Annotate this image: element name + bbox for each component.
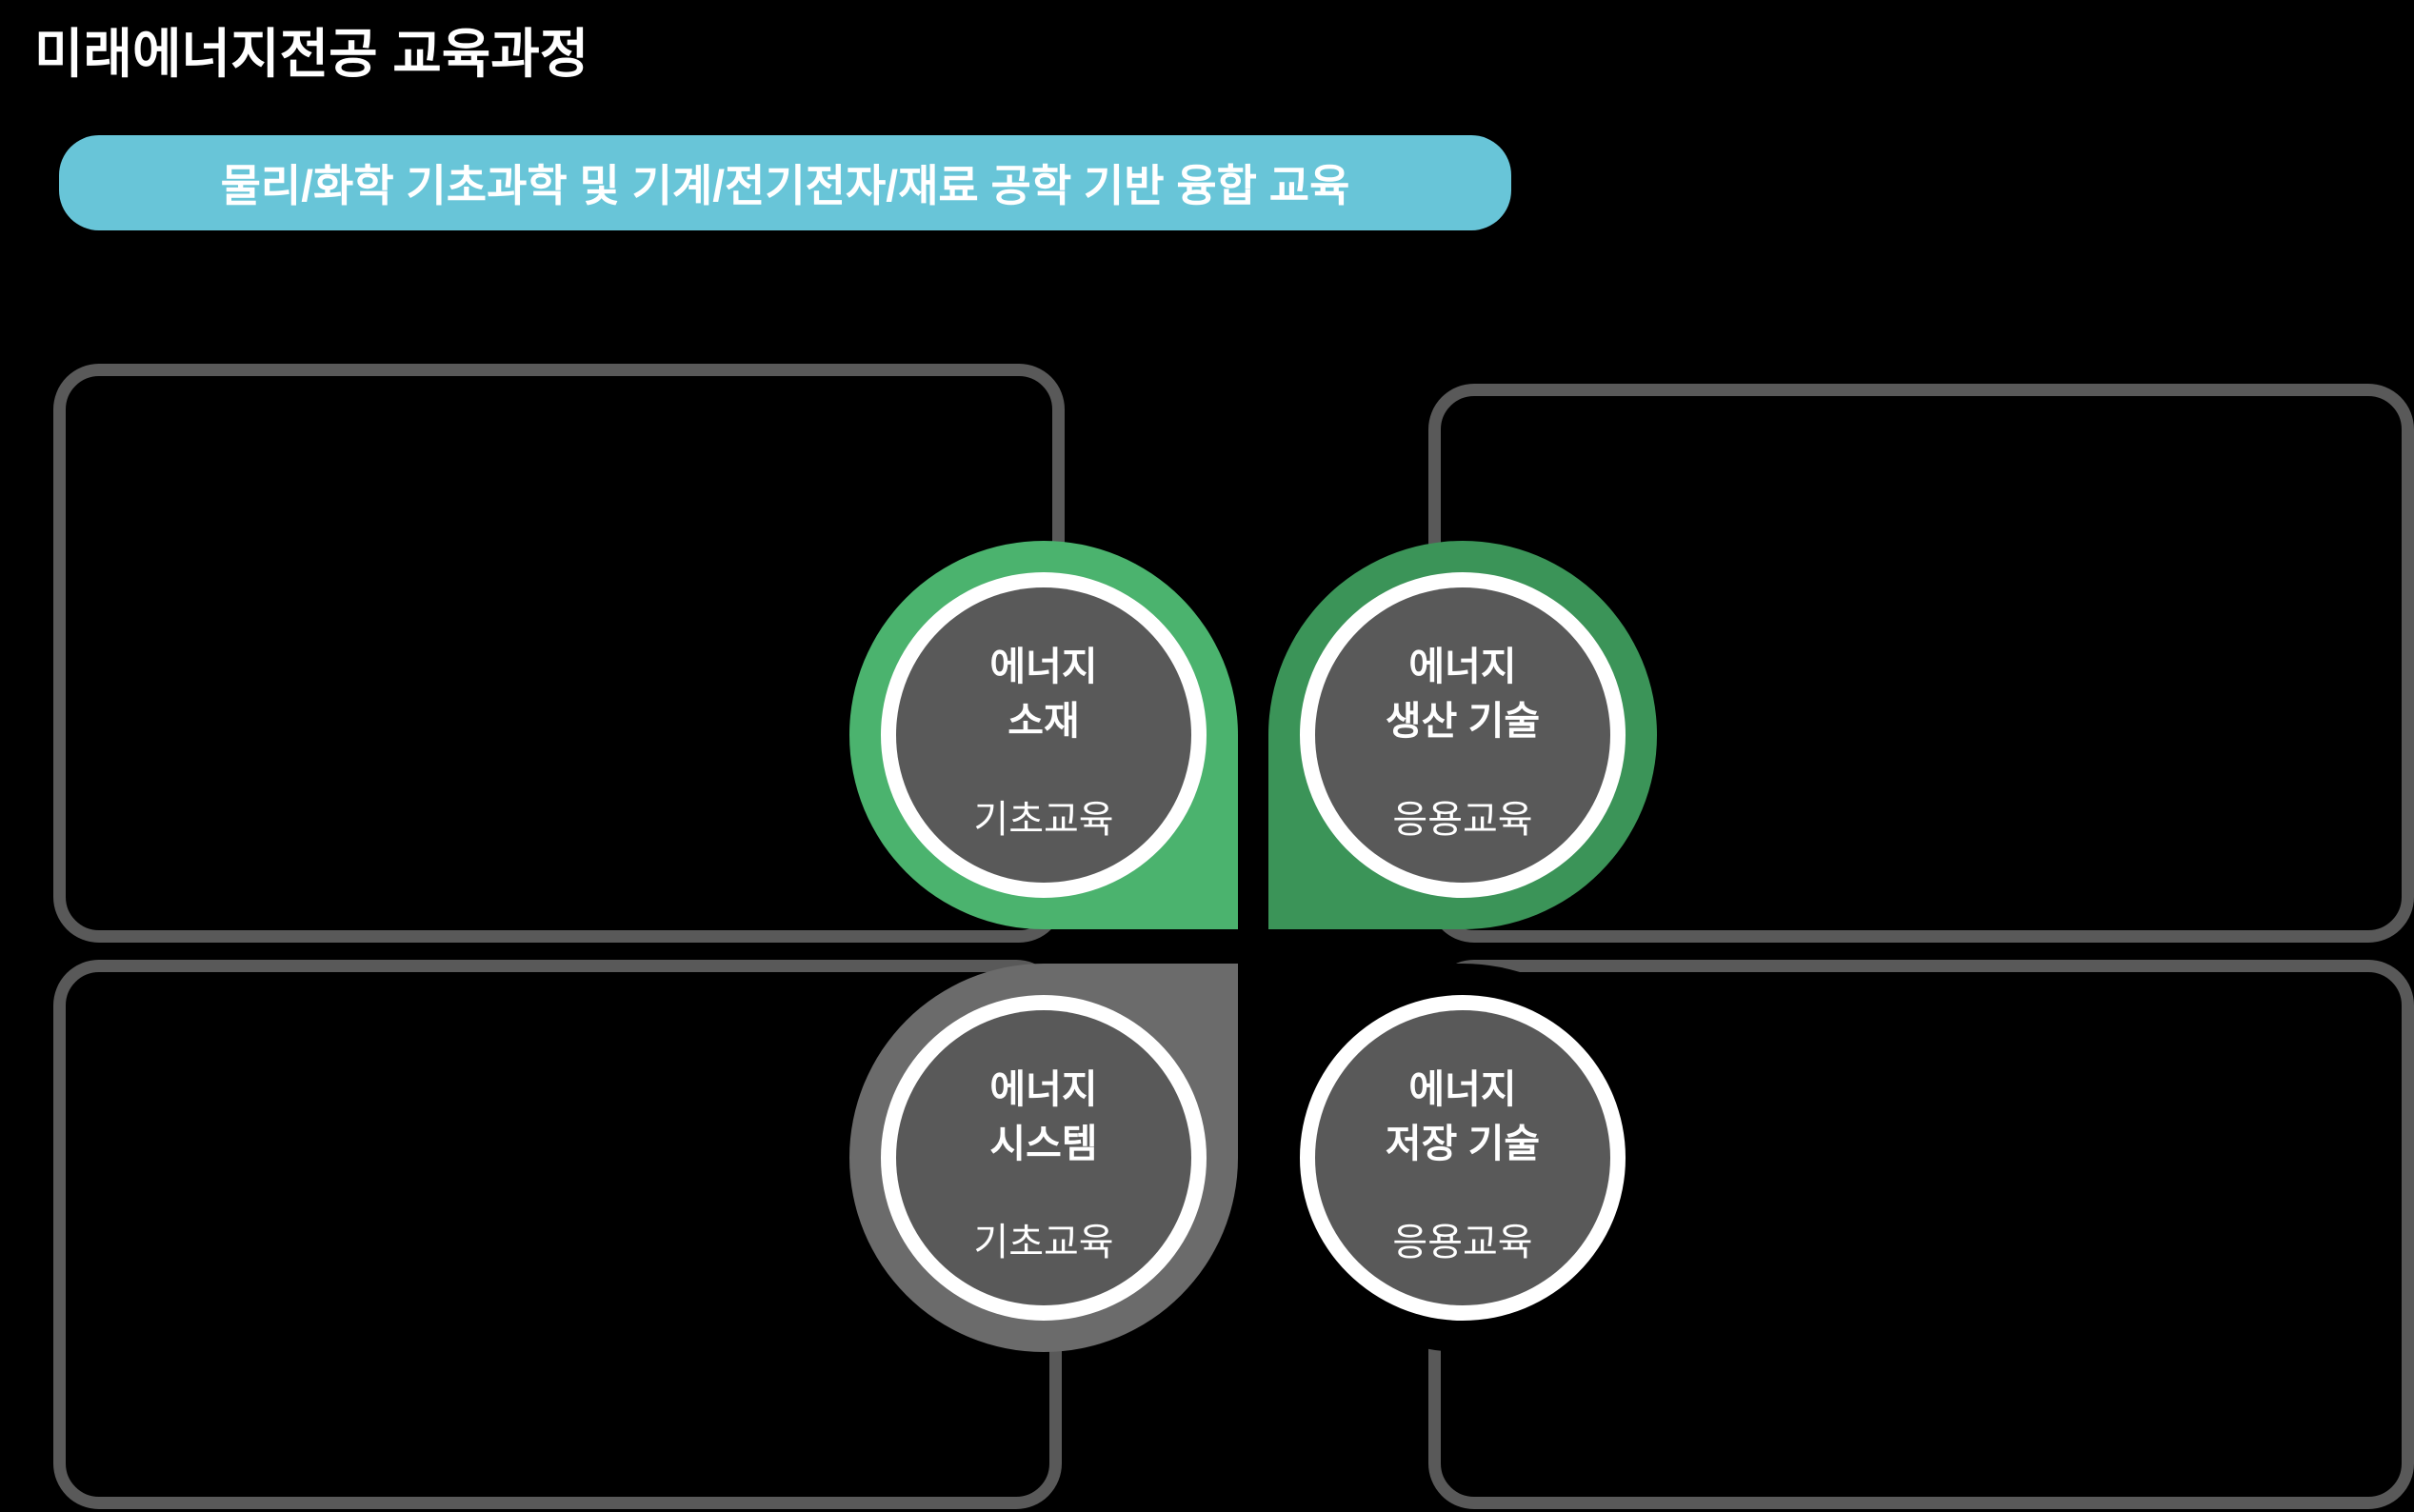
badge-energy-materials: 에너지 소재 기초교육 [849,541,1238,929]
badge-subtitle: 기초교육 [973,1222,1114,1263]
badge-title-line: 소재 [1007,699,1080,743]
badge-energy-production: 에너지 생산 기술 응용교육 [1268,541,1657,929]
badge-title-line: 저장 기술 [1385,1122,1541,1165]
badge-title-line: 에너지 [989,1067,1098,1111]
badge-title-line: 에너지 [1408,1067,1517,1111]
page-title: 미래에너지전공 교육과정 [34,24,589,84]
badge-title-line: 에너지 [989,645,1098,688]
quadrant-box-bottom-right [1428,960,2414,1509]
badge-title-line: 시스템 [989,1122,1098,1165]
badge-title-line: 에너지 [1408,645,1517,688]
badge-energy-systems: 에너지 시스템 기초교육 [849,964,1238,1352]
white-ring: 에너지 생산 기술 응용교육 [1300,572,1626,898]
badge-inner-circle: 에너지 시스템 기초교육 [896,1010,1191,1305]
badge-energy-storage: 에너지 저장 기술 응용교육 [1268,964,1657,1352]
badge-title-line: 생산 기술 [1385,699,1541,743]
fusion-education-banner: 물리/화학 기초과학 및 기계/전기전자/재료 공학 기반 융합 교육 [59,135,1511,230]
badge-subtitle: 응용교육 [1392,799,1533,841]
badge-inner-circle: 에너지 저장 기술 응용교육 [1315,1010,1610,1305]
badge-subtitle: 응용교육 [1392,1222,1533,1263]
white-ring: 에너지 소재 기초교육 [881,572,1207,898]
white-ring: 에너지 시스템 기초교육 [881,995,1207,1321]
white-ring: 에너지 저장 기술 응용교육 [1300,995,1626,1321]
badge-inner-circle: 에너지 생산 기술 응용교육 [1315,587,1610,883]
badge-subtitle: 기초교육 [973,799,1114,841]
badge-inner-circle: 에너지 소재 기초교육 [896,587,1191,883]
quadrant-box-bottom-left [53,960,1062,1509]
banner-text: 물리/화학 기초과학 및 기계/전기전자/재료 공학 기반 융합 교육 [220,161,1350,210]
